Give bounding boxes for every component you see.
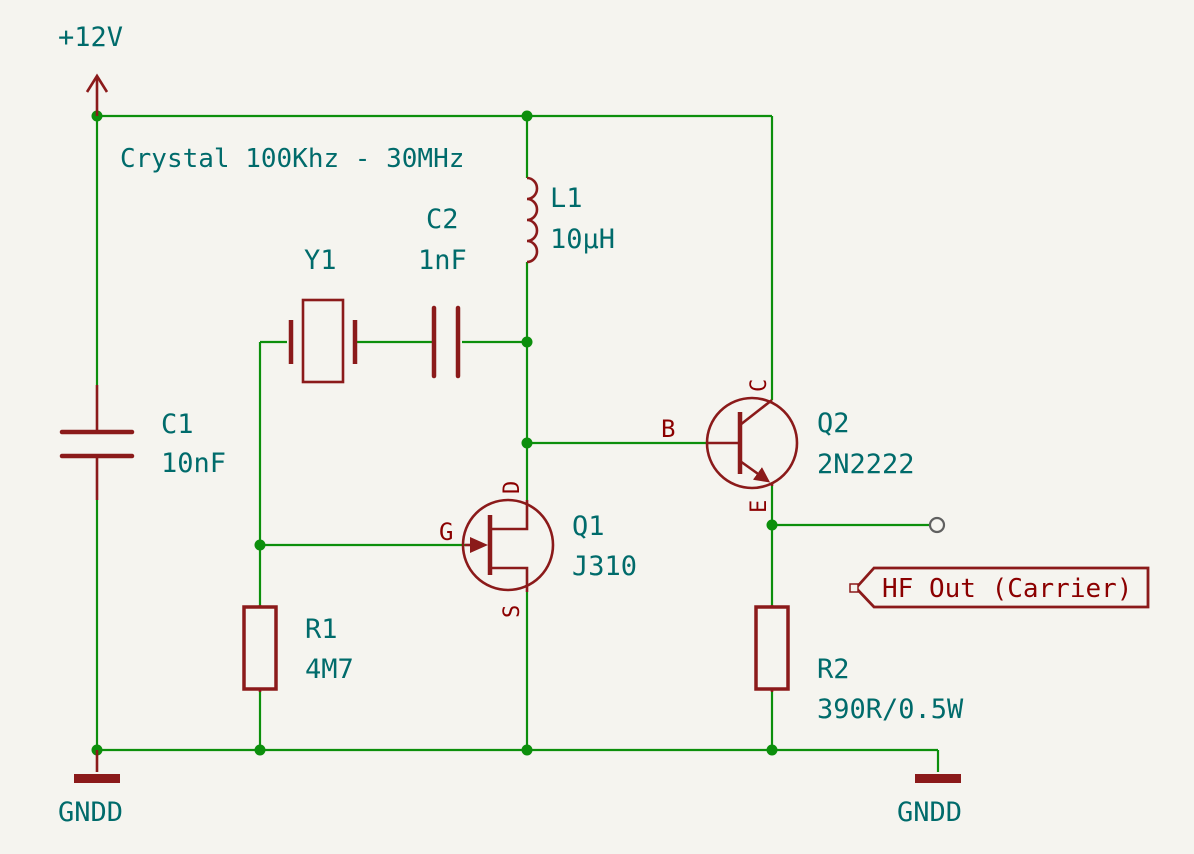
q2-ref: Q2 — [817, 408, 850, 439]
junction-dot — [766, 744, 778, 756]
gnd-symbol-left: GNDD — [58, 750, 123, 828]
l1-value: 10µH — [550, 224, 615, 255]
jfet-q1: G D S Q1 J310 — [439, 481, 637, 618]
hf-out-text: HF Out (Carrier) — [882, 574, 1132, 604]
terminal-icon — [928, 516, 946, 534]
inductor-l1: L1 10µH — [526, 176, 615, 264]
q2-value: 2N2222 — [817, 449, 915, 480]
junction-dot — [521, 110, 533, 122]
wires — [95, 114, 940, 772]
junction-dot — [254, 744, 266, 756]
q1-pin-g: G — [439, 518, 453, 546]
crystal-note: Crystal 100Khz - 30MHz — [120, 144, 464, 174]
r2-value: 390R/0.5W — [817, 694, 964, 725]
q2-pin-b: B — [661, 415, 675, 443]
resistor-r2: R2 390R/0.5W — [754, 605, 964, 725]
ground-icon — [915, 774, 961, 783]
output-terminal — [928, 516, 946, 534]
q1-pin-d: D — [500, 481, 525, 494]
bjt-q2: B C E Q2 2N2222 — [661, 379, 915, 513]
junction-dot — [521, 336, 533, 348]
r1-ref: R1 — [305, 614, 338, 645]
c1-ref: C1 — [161, 409, 194, 440]
hf-out-label: HF Out (Carrier) — [849, 566, 1150, 609]
y1-ref: Y1 — [304, 245, 337, 276]
gnd-left-label: GNDD — [58, 797, 123, 828]
capacitor-c1: C1 10nF — [59, 385, 226, 500]
r1-value: 4M7 — [305, 654, 354, 685]
vcc-label: +12V — [58, 22, 123, 53]
gnd-right-label: GNDD — [897, 797, 962, 828]
c2-value: 1nF — [418, 245, 467, 276]
ground-icon — [74, 774, 120, 783]
gnd-symbol-right: GNDD — [897, 774, 962, 828]
junction-dot — [521, 437, 533, 449]
junction-dot — [521, 744, 533, 756]
c1-value: 10nF — [161, 448, 226, 479]
junction-dot — [254, 539, 266, 551]
q1-pin-s: S — [500, 605, 525, 618]
q2-pin-e: E — [747, 500, 772, 513]
vcc-symbol: +12V — [58, 22, 123, 116]
r2-ref: R2 — [817, 654, 850, 685]
q1-value: J310 — [572, 551, 637, 582]
capacitor-c2: C2 1nF — [418, 204, 467, 379]
q1-ref: Q1 — [572, 511, 605, 542]
junction-dot — [766, 519, 778, 531]
crystal-y1: Y1 — [288, 245, 358, 384]
resistor-r1: R1 4M7 — [242, 605, 354, 692]
q2-pin-c: C — [747, 379, 772, 392]
c2-ref: C2 — [426, 204, 459, 235]
junctions — [91, 110, 778, 756]
l1-ref: L1 — [550, 183, 583, 214]
